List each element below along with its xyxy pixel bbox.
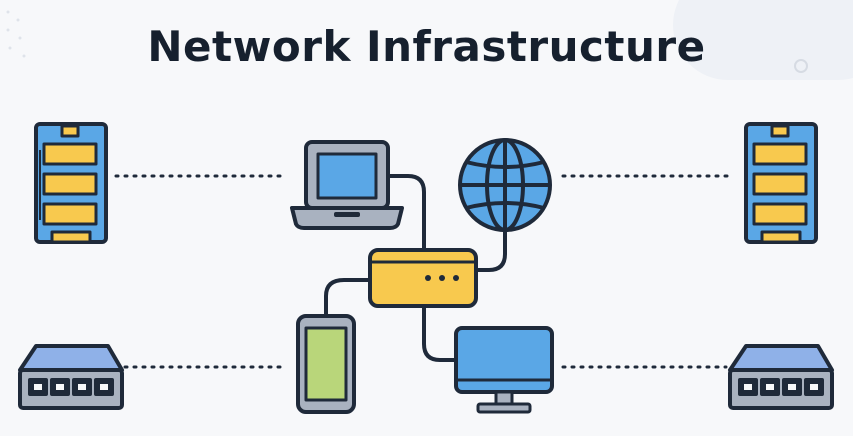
smartphone-icon bbox=[296, 314, 356, 414]
decorative-dots bbox=[6, 10, 26, 58]
server-right-icon bbox=[744, 122, 818, 244]
network-switch-right-icon bbox=[728, 344, 834, 410]
monitor-icon bbox=[454, 326, 554, 414]
network-switch-left-icon bbox=[18, 344, 124, 410]
cable-laptop-router bbox=[388, 174, 426, 254]
router-icon bbox=[368, 248, 478, 308]
cables bbox=[324, 174, 507, 362]
page-title: Network Infrastructure bbox=[147, 22, 706, 71]
cable-globe-router bbox=[476, 228, 507, 272]
globe-icon bbox=[458, 138, 552, 232]
background-shape bbox=[673, 0, 853, 80]
server-left-icon bbox=[34, 122, 108, 244]
cable-router-phone bbox=[324, 278, 376, 320]
dotted-links bbox=[114, 174, 732, 369]
decorative-ring bbox=[794, 59, 808, 73]
cable-router-monitor bbox=[422, 304, 458, 362]
laptop-icon bbox=[290, 140, 404, 230]
